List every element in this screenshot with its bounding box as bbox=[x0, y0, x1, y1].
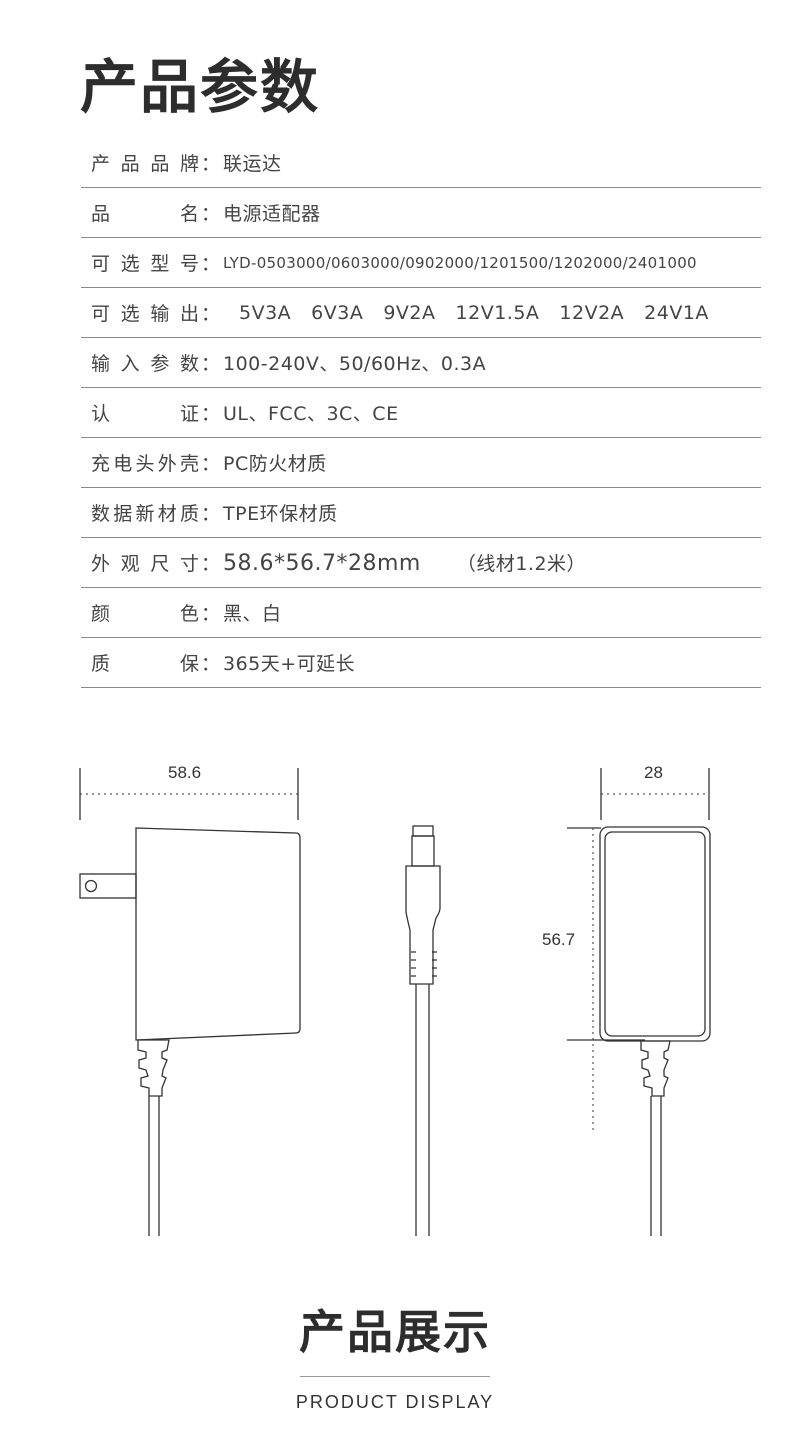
width-dimension-label: 58.6 bbox=[168, 763, 202, 782]
spec-value-name: 电源适配器 bbox=[223, 203, 321, 225]
output-option: 6V3A bbox=[311, 301, 364, 324]
depth-dimension-label: 28 bbox=[644, 763, 663, 782]
spec-row-warranty: 质保 ： 365天+可延长 bbox=[81, 638, 761, 688]
spec-value-brand: 联运达 bbox=[223, 153, 282, 175]
output-option: 5V3A bbox=[239, 301, 292, 324]
section-title-product-display: 产品展示 bbox=[299, 1305, 491, 1359]
spec-value-cert: UL、FCC、3C、CE bbox=[223, 403, 399, 425]
spec-table: 产品品牌 ： 联运达 品名 ： 电源适配器 可选型号 ： LYD-0503000… bbox=[81, 138, 761, 688]
size-value: 58.6*56.7*28mm bbox=[223, 551, 421, 576]
spec-label: 数据新材质 bbox=[91, 503, 199, 525]
spec-value-warranty: 365天+可延长 bbox=[223, 653, 356, 675]
spec-value-input: 100-240V、50/60Hz、0.3A bbox=[223, 353, 487, 375]
front-view-depth-dimension bbox=[600, 768, 710, 820]
cable-length-note: （线材1.2米） bbox=[456, 553, 587, 575]
output-option: 12V2A bbox=[559, 301, 625, 324]
spec-label: 充电头外壳 bbox=[91, 453, 199, 475]
spec-value-output: 5V3A 6V3A 9V2A 12V1.5A 12V2A 24V1A bbox=[223, 302, 729, 324]
spec-value-color: 黑、白 bbox=[223, 603, 282, 625]
plug-connector-view bbox=[405, 825, 441, 1236]
front-view-height-dimension bbox=[567, 827, 645, 1130]
output-option: 9V2A bbox=[383, 301, 436, 324]
spec-label: 产品品牌 bbox=[91, 153, 199, 175]
side-view-width-dimension bbox=[79, 768, 299, 820]
spec-row-color: 颜色 ： 黑、白 bbox=[81, 588, 761, 638]
height-dimension-label: 56.7 bbox=[542, 930, 576, 949]
spec-label: 质保 bbox=[91, 653, 199, 675]
spec-label: 输入参数 bbox=[91, 353, 199, 375]
spec-row-cert: 认证 ： UL、FCC、3C、CE bbox=[81, 388, 761, 438]
section-subtitle: PRODUCT DISPLAY bbox=[295, 1392, 495, 1412]
front-view-adapter bbox=[599, 826, 711, 1236]
dimension-drawing-svg bbox=[79, 768, 711, 1236]
page-title: 产品参数 bbox=[80, 53, 321, 121]
spec-label: 外观尺寸 bbox=[91, 553, 199, 575]
spec-label: 认证 bbox=[91, 403, 199, 425]
output-option: 12V1.5A bbox=[455, 301, 540, 324]
spec-row-size: 外观尺寸 ： 58.6*56.7*28mm（线材1.2米） bbox=[81, 538, 761, 588]
spec-value-model: LYD-0503000/0603000/0902000/1201500/1202… bbox=[223, 253, 697, 272]
spec-row-name: 品名 ： 电源适配器 bbox=[81, 188, 761, 238]
output-option: 24V1A bbox=[644, 301, 709, 324]
spec-label: 可选型号 bbox=[91, 253, 199, 275]
spec-value-shell: PC防火材质 bbox=[223, 453, 327, 475]
spec-value-size: 58.6*56.7*28mm （线材1.2米） bbox=[223, 549, 586, 576]
spec-row-model: 可选型号 ： LYD-0503000/0603000/0902000/12015… bbox=[81, 238, 761, 288]
section-divider bbox=[300, 1376, 490, 1377]
spec-row-brand: 产品品牌 ： 联运达 bbox=[81, 138, 761, 188]
spec-row-shell: 充电头外壳 ： PC防火材质 bbox=[81, 438, 761, 488]
spec-label: 颜色 bbox=[91, 603, 199, 625]
spec-value-cable: TPE环保材质 bbox=[223, 503, 338, 525]
dimension-drawing: 58.6 28 56.7 bbox=[0, 740, 790, 1260]
spec-row-cable: 数据新材质 ： TPE环保材质 bbox=[81, 488, 761, 538]
side-view-adapter bbox=[79, 827, 301, 1236]
spec-label: 可选输出 bbox=[91, 303, 199, 325]
spec-row-input: 输入参数 ： 100-240V、50/60Hz、0.3A bbox=[81, 338, 761, 388]
spec-label: 品名 bbox=[91, 203, 199, 225]
